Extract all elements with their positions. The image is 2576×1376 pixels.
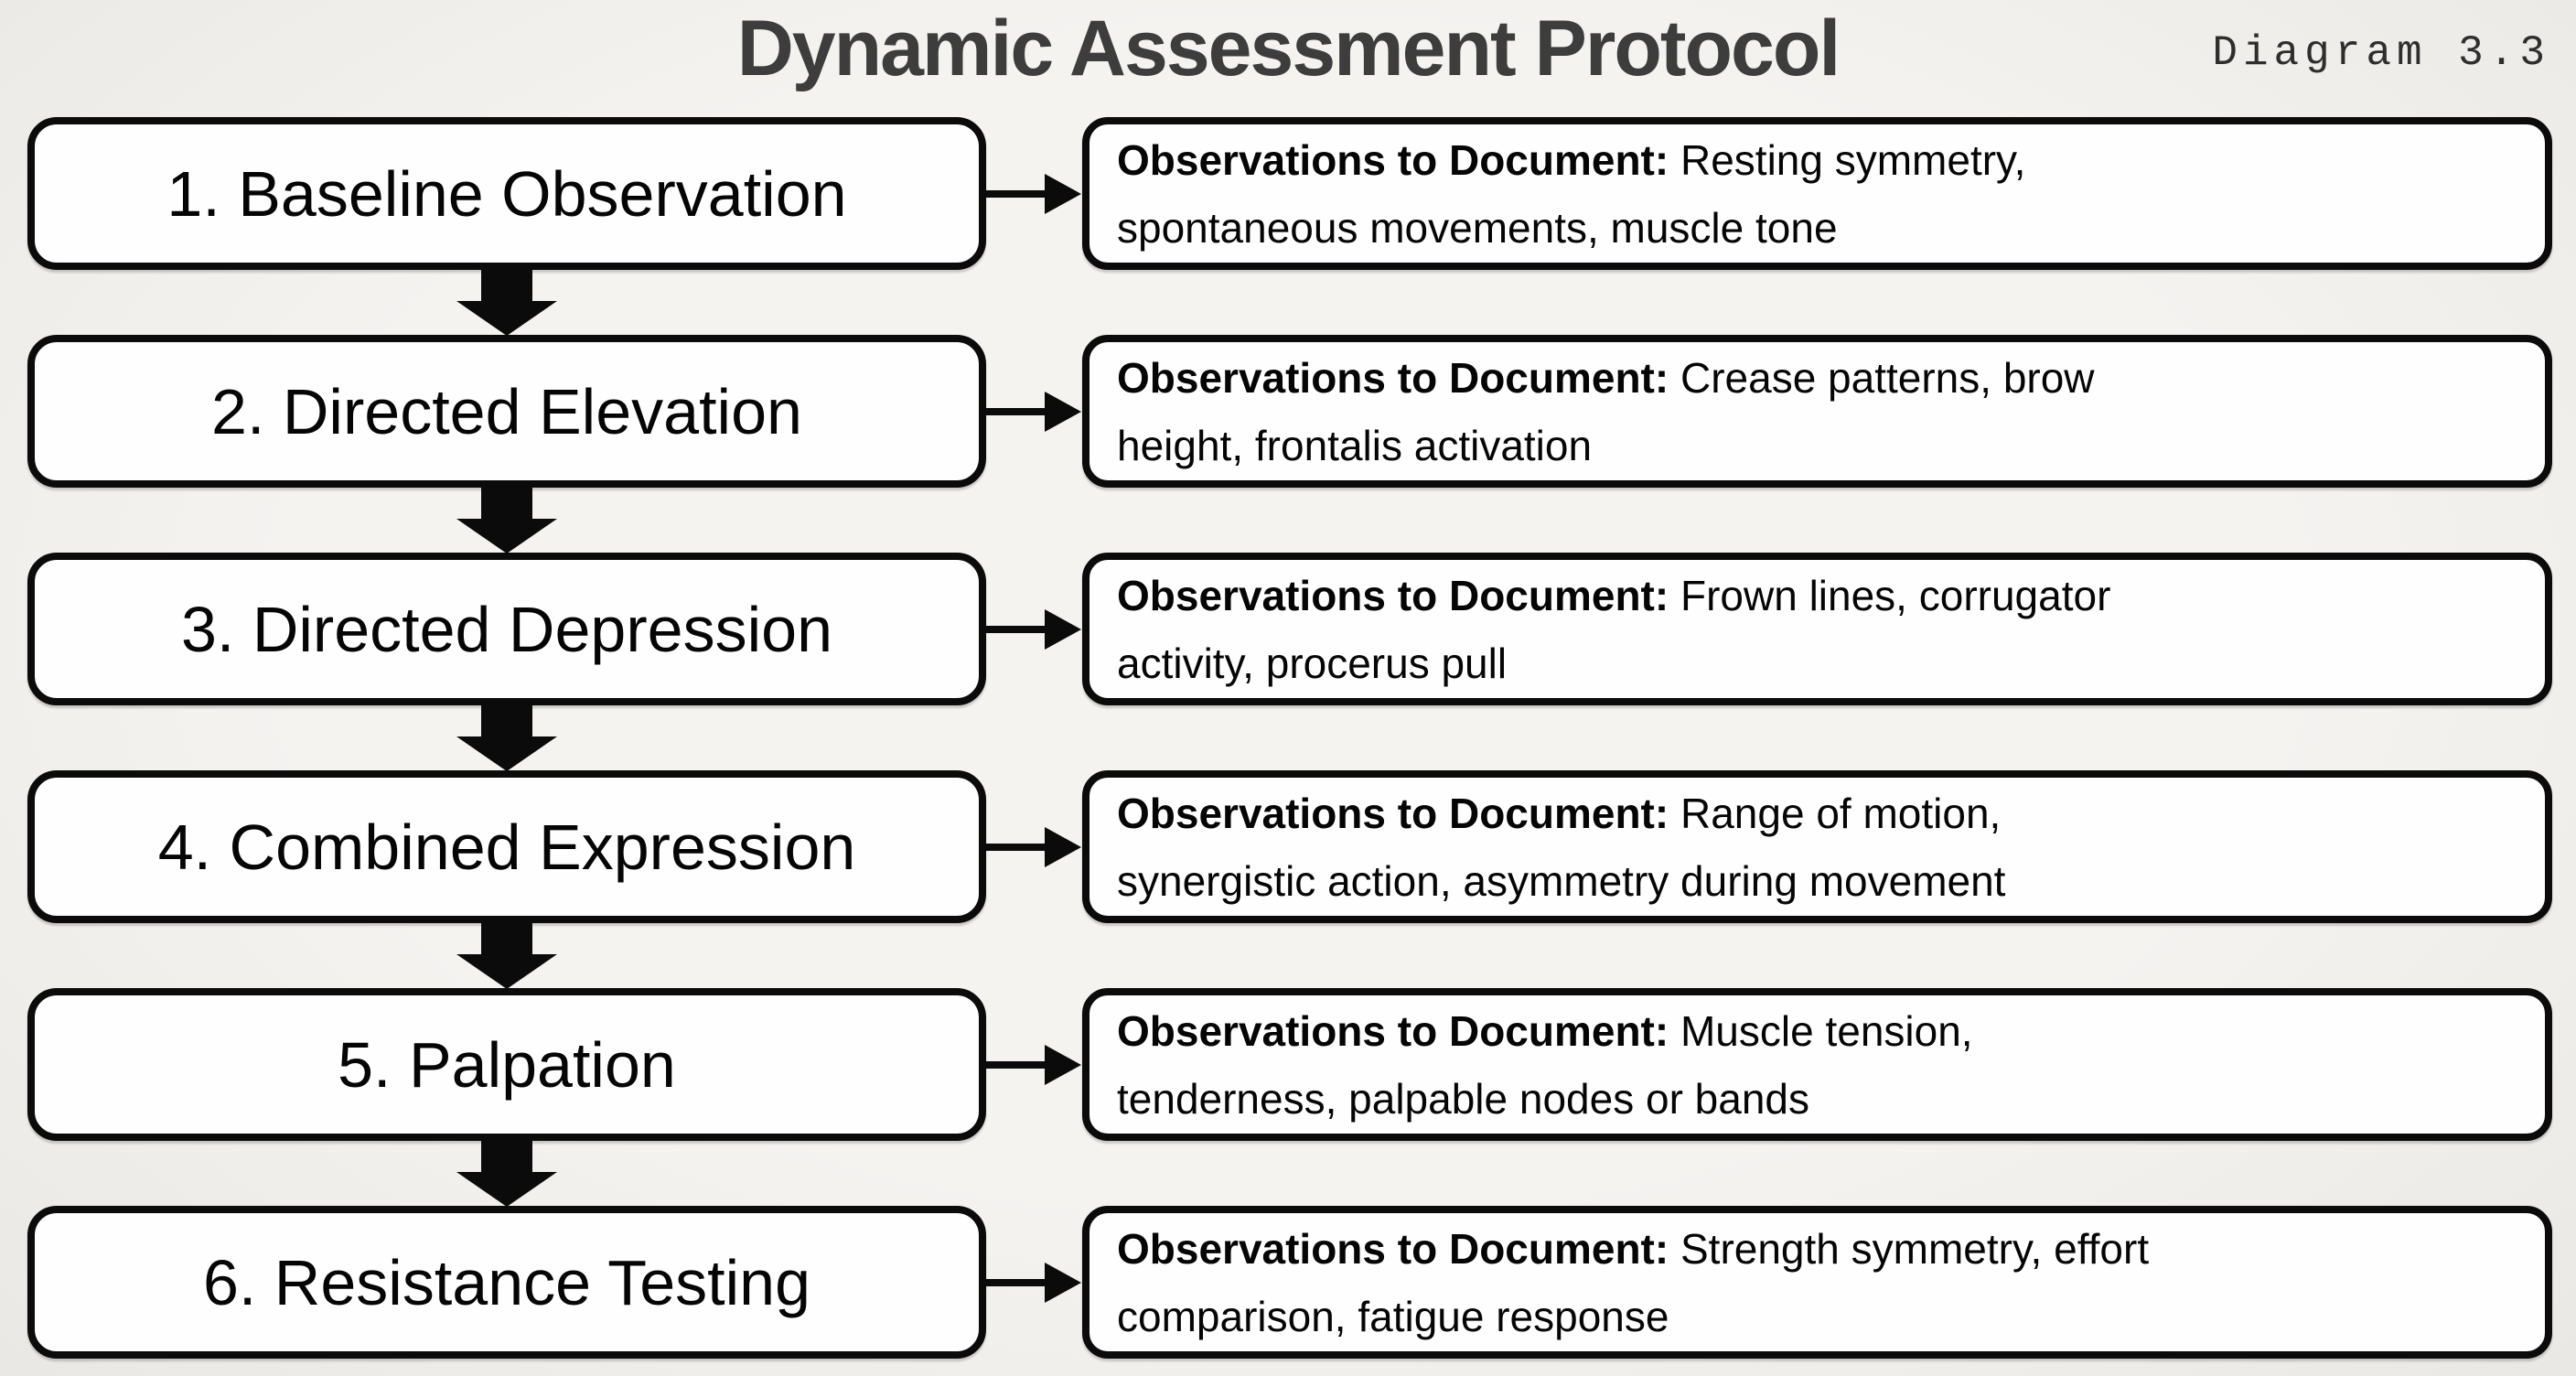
flow-row-5: 5. Palpation Observations to Document: M…: [27, 988, 2552, 1141]
flow-row-2: 2. Directed Elevation Observations to Do…: [27, 335, 2552, 488]
connector-gap: [27, 267, 2552, 336]
step-label-4: 4. Combined Expression: [157, 811, 856, 883]
step-box-4: 4. Combined Expression: [27, 770, 986, 923]
arrow-down-icon: [456, 485, 557, 554]
observations-line-2: tenderness, palpable nodes or bands: [1117, 1074, 1810, 1123]
observations-line-1: Resting symmetry,: [1680, 135, 2026, 184]
arrow-right-head: [1045, 391, 1081, 432]
arrow-down-head: [456, 954, 557, 989]
flow-row-4: 4. Combined Expression Observations to D…: [27, 770, 2552, 923]
observations-text-2: Observations to Document: Crease pattern…: [1117, 344, 2095, 479]
arrow-right-head: [1045, 1044, 1081, 1085]
step-label-2: 2. Directed Elevation: [211, 375, 802, 447]
step-label-6: 6. Resistance Testing: [202, 1246, 811, 1318]
arrow-down-head: [456, 301, 557, 336]
observations-line-2: synergistic action, asymmetry during mov…: [1117, 856, 2006, 905]
observations-label: Observations to Document:: [1117, 1224, 1669, 1273]
arrow-right-shaft: [981, 189, 1048, 198]
arrow-down-stem: [481, 267, 532, 302]
observations-text-6: Observations to Document: Strength symme…: [1117, 1215, 2149, 1350]
arrow-down-head: [456, 519, 557, 554]
arrow-right-head: [1045, 1262, 1081, 1303]
arrow-right-shaft: [981, 1278, 1048, 1286]
arrow-down-stem: [481, 920, 532, 955]
connector-gap: [27, 703, 2552, 771]
arrow-down-icon: [456, 703, 557, 771]
step-box-1: 1. Baseline Observation: [27, 117, 986, 270]
observations-label: Observations to Document:: [1117, 1006, 1669, 1055]
connector-gap: [27, 485, 2552, 554]
arrow-right-shaft: [981, 407, 1048, 415]
observations-box-5: Observations to Document: Muscle tension…: [1082, 988, 2552, 1141]
arrow-down-icon: [456, 1138, 557, 1207]
page-title: Dynamic Assessment Protocol: [736, 5, 1841, 92]
arrow-right-shaft: [981, 625, 1048, 633]
arrow-right-icon: [981, 1044, 1082, 1085]
arrow-down-head: [456, 736, 557, 771]
arrow-down-stem: [481, 703, 532, 737]
step-box-2: 2. Directed Elevation: [27, 335, 986, 488]
connector-gap: [27, 1138, 2552, 1207]
observations-line-1: Strength symmetry, effort: [1680, 1224, 2150, 1273]
flow-row-6: 6. Resistance Testing Observations to Do…: [27, 1206, 2552, 1359]
step-box-5: 5. Palpation: [27, 988, 986, 1141]
flow-row-1: 1. Baseline Observation Observations to …: [27, 117, 2552, 270]
arrow-right-head: [1045, 608, 1081, 650]
observations-label: Observations to Document:: [1117, 789, 1669, 837]
arrow-right-shaft: [981, 1060, 1048, 1069]
observations-text-1: Observations to Document: Resting symmet…: [1117, 126, 2025, 262]
diagram-number-label: Diagram 3.3: [2212, 29, 2550, 77]
flowchart: 1. Baseline Observation Observations to …: [27, 117, 2552, 1359]
observations-line-1: Frown lines, corrugator: [1680, 571, 2111, 619]
step-box-3: 3. Directed Depression: [27, 553, 986, 705]
arrow-right-icon: [981, 173, 1082, 214]
arrow-down-stem: [481, 485, 532, 520]
arrow-down-head: [456, 1172, 557, 1207]
observations-box-6: Observations to Document: Strength symme…: [1082, 1206, 2552, 1359]
step-label-1: 1. Baseline Observation: [166, 157, 847, 230]
arrow-right-head: [1045, 173, 1081, 214]
observations-text-3: Observations to Document: Frown lines, c…: [1117, 562, 2110, 697]
arrow-down-icon: [456, 920, 557, 989]
observations-text-5: Observations to Document: Muscle tension…: [1117, 997, 1973, 1133]
observations-line-2: activity, procerus pull: [1117, 639, 1508, 687]
observations-line-1: Range of motion,: [1680, 789, 2002, 837]
arrow-right-icon: [981, 826, 1082, 867]
observations-line-1: Muscle tension,: [1680, 1006, 1973, 1055]
arrow-right-shaft: [981, 843, 1048, 851]
flow-row-3: 3. Directed Depression Observations to D…: [27, 553, 2552, 705]
step-label-3: 3. Directed Depression: [181, 593, 832, 665]
arrow-right-icon: [981, 391, 1082, 432]
arrow-down-icon: [456, 267, 557, 336]
observations-box-3: Observations to Document: Frown lines, c…: [1082, 553, 2552, 705]
header: Dynamic Assessment Protocol Diagram 3.3: [0, 0, 2576, 117]
step-label-5: 5. Palpation: [338, 1028, 676, 1101]
arrow-right-icon: [981, 1262, 1082, 1303]
observations-line-2: spontaneous movements, muscle tone: [1117, 203, 1838, 252]
arrow-down-stem: [481, 1138, 532, 1173]
step-box-6: 6. Resistance Testing: [27, 1206, 986, 1359]
arrow-right-head: [1045, 826, 1081, 867]
observations-text-4: Observations to Document: Range of motio…: [1117, 779, 2005, 915]
arrow-right-icon: [981, 608, 1082, 650]
observations-box-2: Observations to Document: Crease pattern…: [1082, 335, 2552, 488]
observations-label: Observations to Document:: [1117, 571, 1669, 619]
observations-line-2: height, frontalis activation: [1117, 421, 1593, 469]
observations-line-1: Crease patterns, brow: [1680, 353, 2095, 402]
observations-label: Observations to Document:: [1117, 135, 1669, 184]
connector-gap: [27, 920, 2552, 989]
observations-label: Observations to Document:: [1117, 353, 1669, 402]
observations-box-4: Observations to Document: Range of motio…: [1082, 770, 2552, 923]
observations-box-1: Observations to Document: Resting symmet…: [1082, 117, 2552, 270]
observations-line-2: comparison, fatigue response: [1117, 1292, 1669, 1340]
